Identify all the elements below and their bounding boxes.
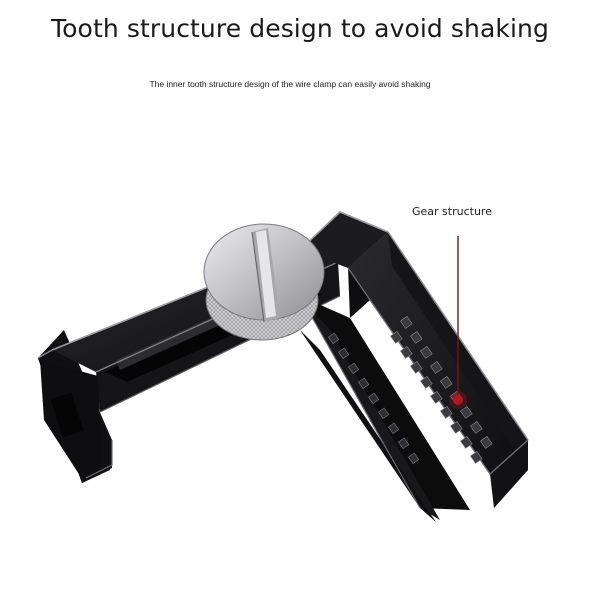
callout-pointer <box>449 236 467 409</box>
page-subtitle: The inner tooth structure design of the … <box>149 79 431 89</box>
gear-teeth-left <box>328 332 420 464</box>
gear-structure-label: Gear structure <box>412 205 492 218</box>
clamp-right-arm <box>299 211 529 522</box>
page-title: Tooth structure design to avoid shaking <box>51 14 549 43</box>
thumb-screw <box>203 223 325 341</box>
